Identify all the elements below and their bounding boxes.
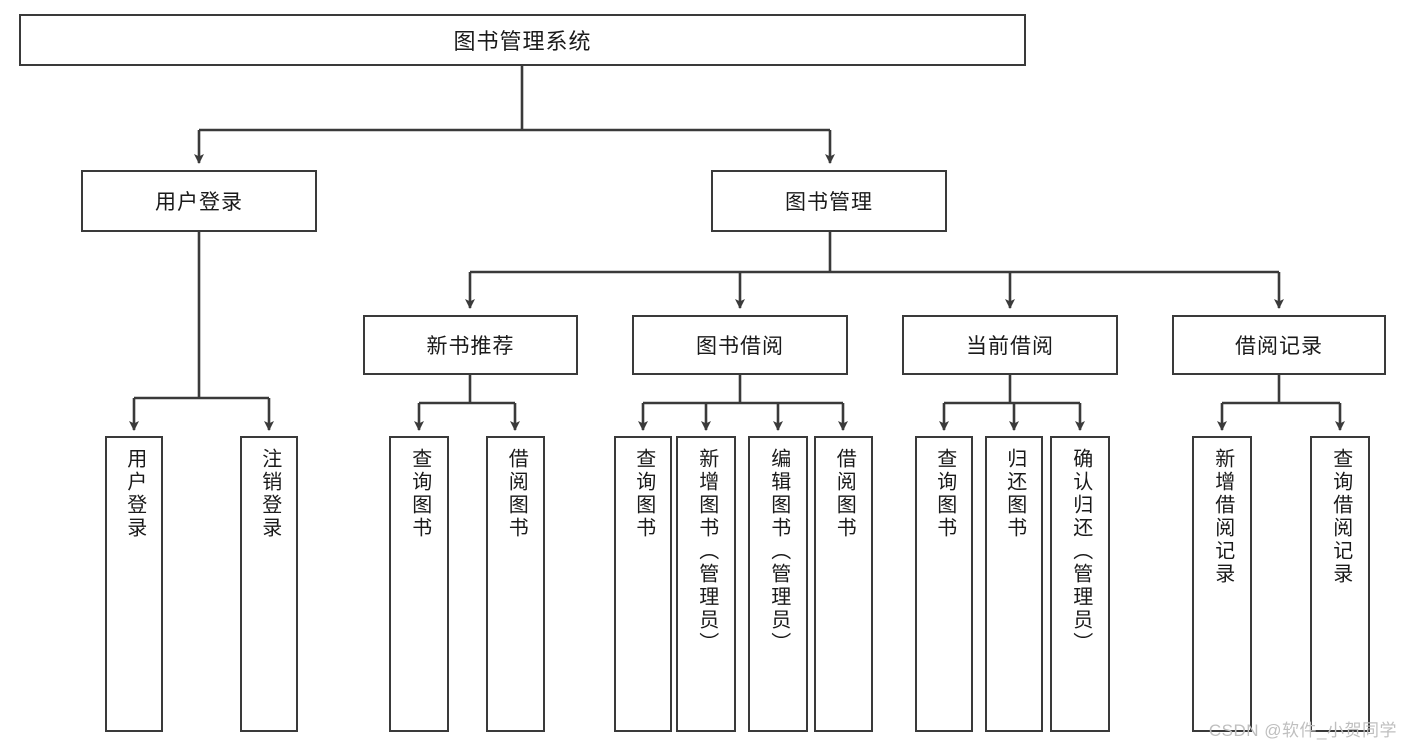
leaf-query-book-current[interactable]: 查询图书: [915, 436, 973, 732]
node-label: 新书推荐: [426, 335, 515, 358]
leaf-query-book-recommend[interactable]: 查询图书: [389, 436, 449, 732]
node-new-book-recommend[interactable]: 新书推荐: [363, 315, 578, 375]
node-label: 编辑图书（管理员）: [767, 448, 790, 655]
node-book-management[interactable]: 图书管理: [711, 170, 947, 232]
node-label: 新增图书（管理员）: [695, 448, 718, 655]
node-label: 查询图书: [933, 448, 956, 540]
leaf-query-book[interactable]: 查询图书: [614, 436, 672, 732]
leaf-edit-book-admin[interactable]: 编辑图书（管理员）: [748, 436, 808, 732]
node-label: 查询图书: [408, 448, 431, 540]
node-label: 查询图书: [632, 448, 655, 540]
node-label: 归还图书: [1003, 448, 1026, 540]
leaf-user-login[interactable]: 用户登录: [105, 436, 163, 732]
leaf-add-book-admin[interactable]: 新增图书（管理员）: [676, 436, 736, 732]
node-label: 借阅记录: [1235, 335, 1323, 358]
node-user-login[interactable]: 用户登录: [81, 170, 317, 232]
leaf-add-borrow-record[interactable]: 新增借阅记录: [1192, 436, 1252, 732]
leaf-borrow-book-recommend[interactable]: 借阅图书: [486, 436, 545, 732]
node-book-borrow[interactable]: 图书借阅: [632, 315, 848, 375]
node-label: 图书借阅: [696, 335, 784, 358]
node-label: 借阅图书: [505, 448, 528, 540]
node-label: 确认归还（管理员）: [1069, 448, 1092, 655]
node-label: 当前借阅: [966, 335, 1054, 358]
node-label: 图书管理系统: [453, 29, 592, 54]
node-root[interactable]: 图书管理系统: [19, 14, 1026, 66]
node-label: 查询借阅记录: [1329, 448, 1352, 586]
node-label: 借阅图书: [833, 448, 856, 540]
node-current-borrow[interactable]: 当前借阅: [902, 315, 1118, 375]
leaf-query-borrow-record[interactable]: 查询借阅记录: [1310, 436, 1370, 732]
node-label: 图书管理: [785, 191, 873, 214]
node-label: 用户登录: [123, 448, 146, 540]
watermark: CSDN @软件_小贺同学: [1208, 721, 1397, 740]
node-label: 注销登录: [258, 448, 281, 540]
node-label: 用户登录: [155, 191, 243, 214]
leaf-borrow-book[interactable]: 借阅图书: [814, 436, 873, 732]
leaf-logout[interactable]: 注销登录: [240, 436, 298, 732]
node-borrow-record[interactable]: 借阅记录: [1172, 315, 1386, 375]
leaf-return-book[interactable]: 归还图书: [985, 436, 1043, 732]
node-label: 新增借阅记录: [1211, 448, 1234, 586]
leaf-confirm-return-admin[interactable]: 确认归还（管理员）: [1050, 436, 1110, 732]
